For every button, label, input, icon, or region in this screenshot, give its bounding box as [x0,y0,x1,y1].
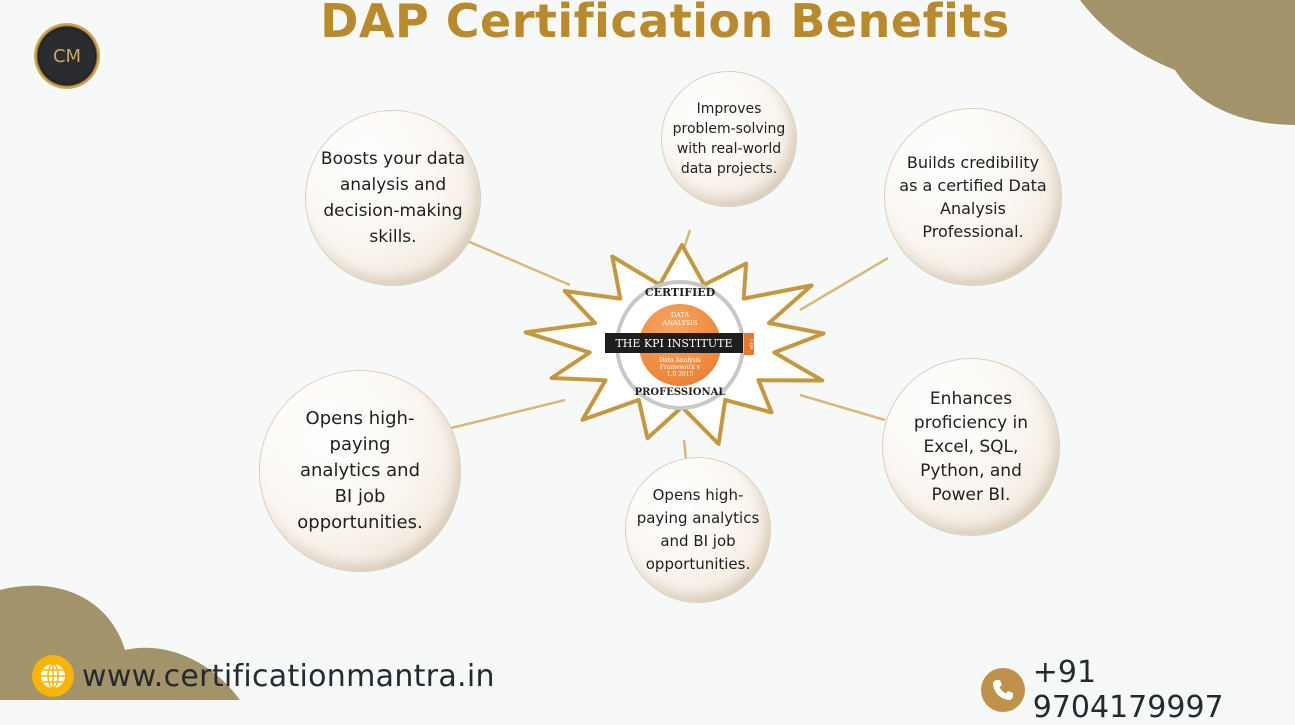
badge-bottom-arc: PROFESSIONAL [634,387,726,398]
globe-icon [32,655,74,697]
badge-banner: THE KPI INSTITUTE [615,336,733,350]
badge-subject: DATA ANALYSIS [662,311,698,327]
badge-top-arc: CERTIFIED [644,286,716,299]
phone-icon [981,668,1025,712]
benefit-bubble-problem-solving: Improves problem-solving with real-world… [662,72,796,206]
website-link[interactable]: www.certificationmantra.in [82,658,495,694]
certification-mantra-logo: CM [34,23,100,89]
badge-tag: C-DA [744,333,754,355]
website-contact[interactable]: www.certificationmantra.in [32,655,495,697]
phone-number[interactable]: +91 9704179997 [1032,655,1224,725]
benefit-bubble-analysis-skills: Boosts your data analysis and decision-m… [306,111,480,285]
phone-contact[interactable]: +91 9704179997 [981,655,1295,725]
benefit-bubble-job-opportunities-left: Opens high-paying analytics and BI job o… [260,371,460,571]
badge-framework: Data Analysis Framework v 1.0 2015 [659,357,701,378]
benefit-bubble-credibility: Builds credibility as a certified Data A… [885,109,1061,285]
benefit-bubble-tools-proficiency: Enhances proficiency in Excel, SQL, Pyth… [883,359,1059,535]
logo-text: CM [52,45,82,67]
kpi-certified-badge: CERTIFIED DATA ANALYSIS THE KPI INSTITUT… [605,280,754,410]
page-title: DAP Certification Benefits [320,0,1010,48]
benefit-bubble-job-opportunities-bottom: Opens high-paying analytics and BI job o… [626,458,770,602]
